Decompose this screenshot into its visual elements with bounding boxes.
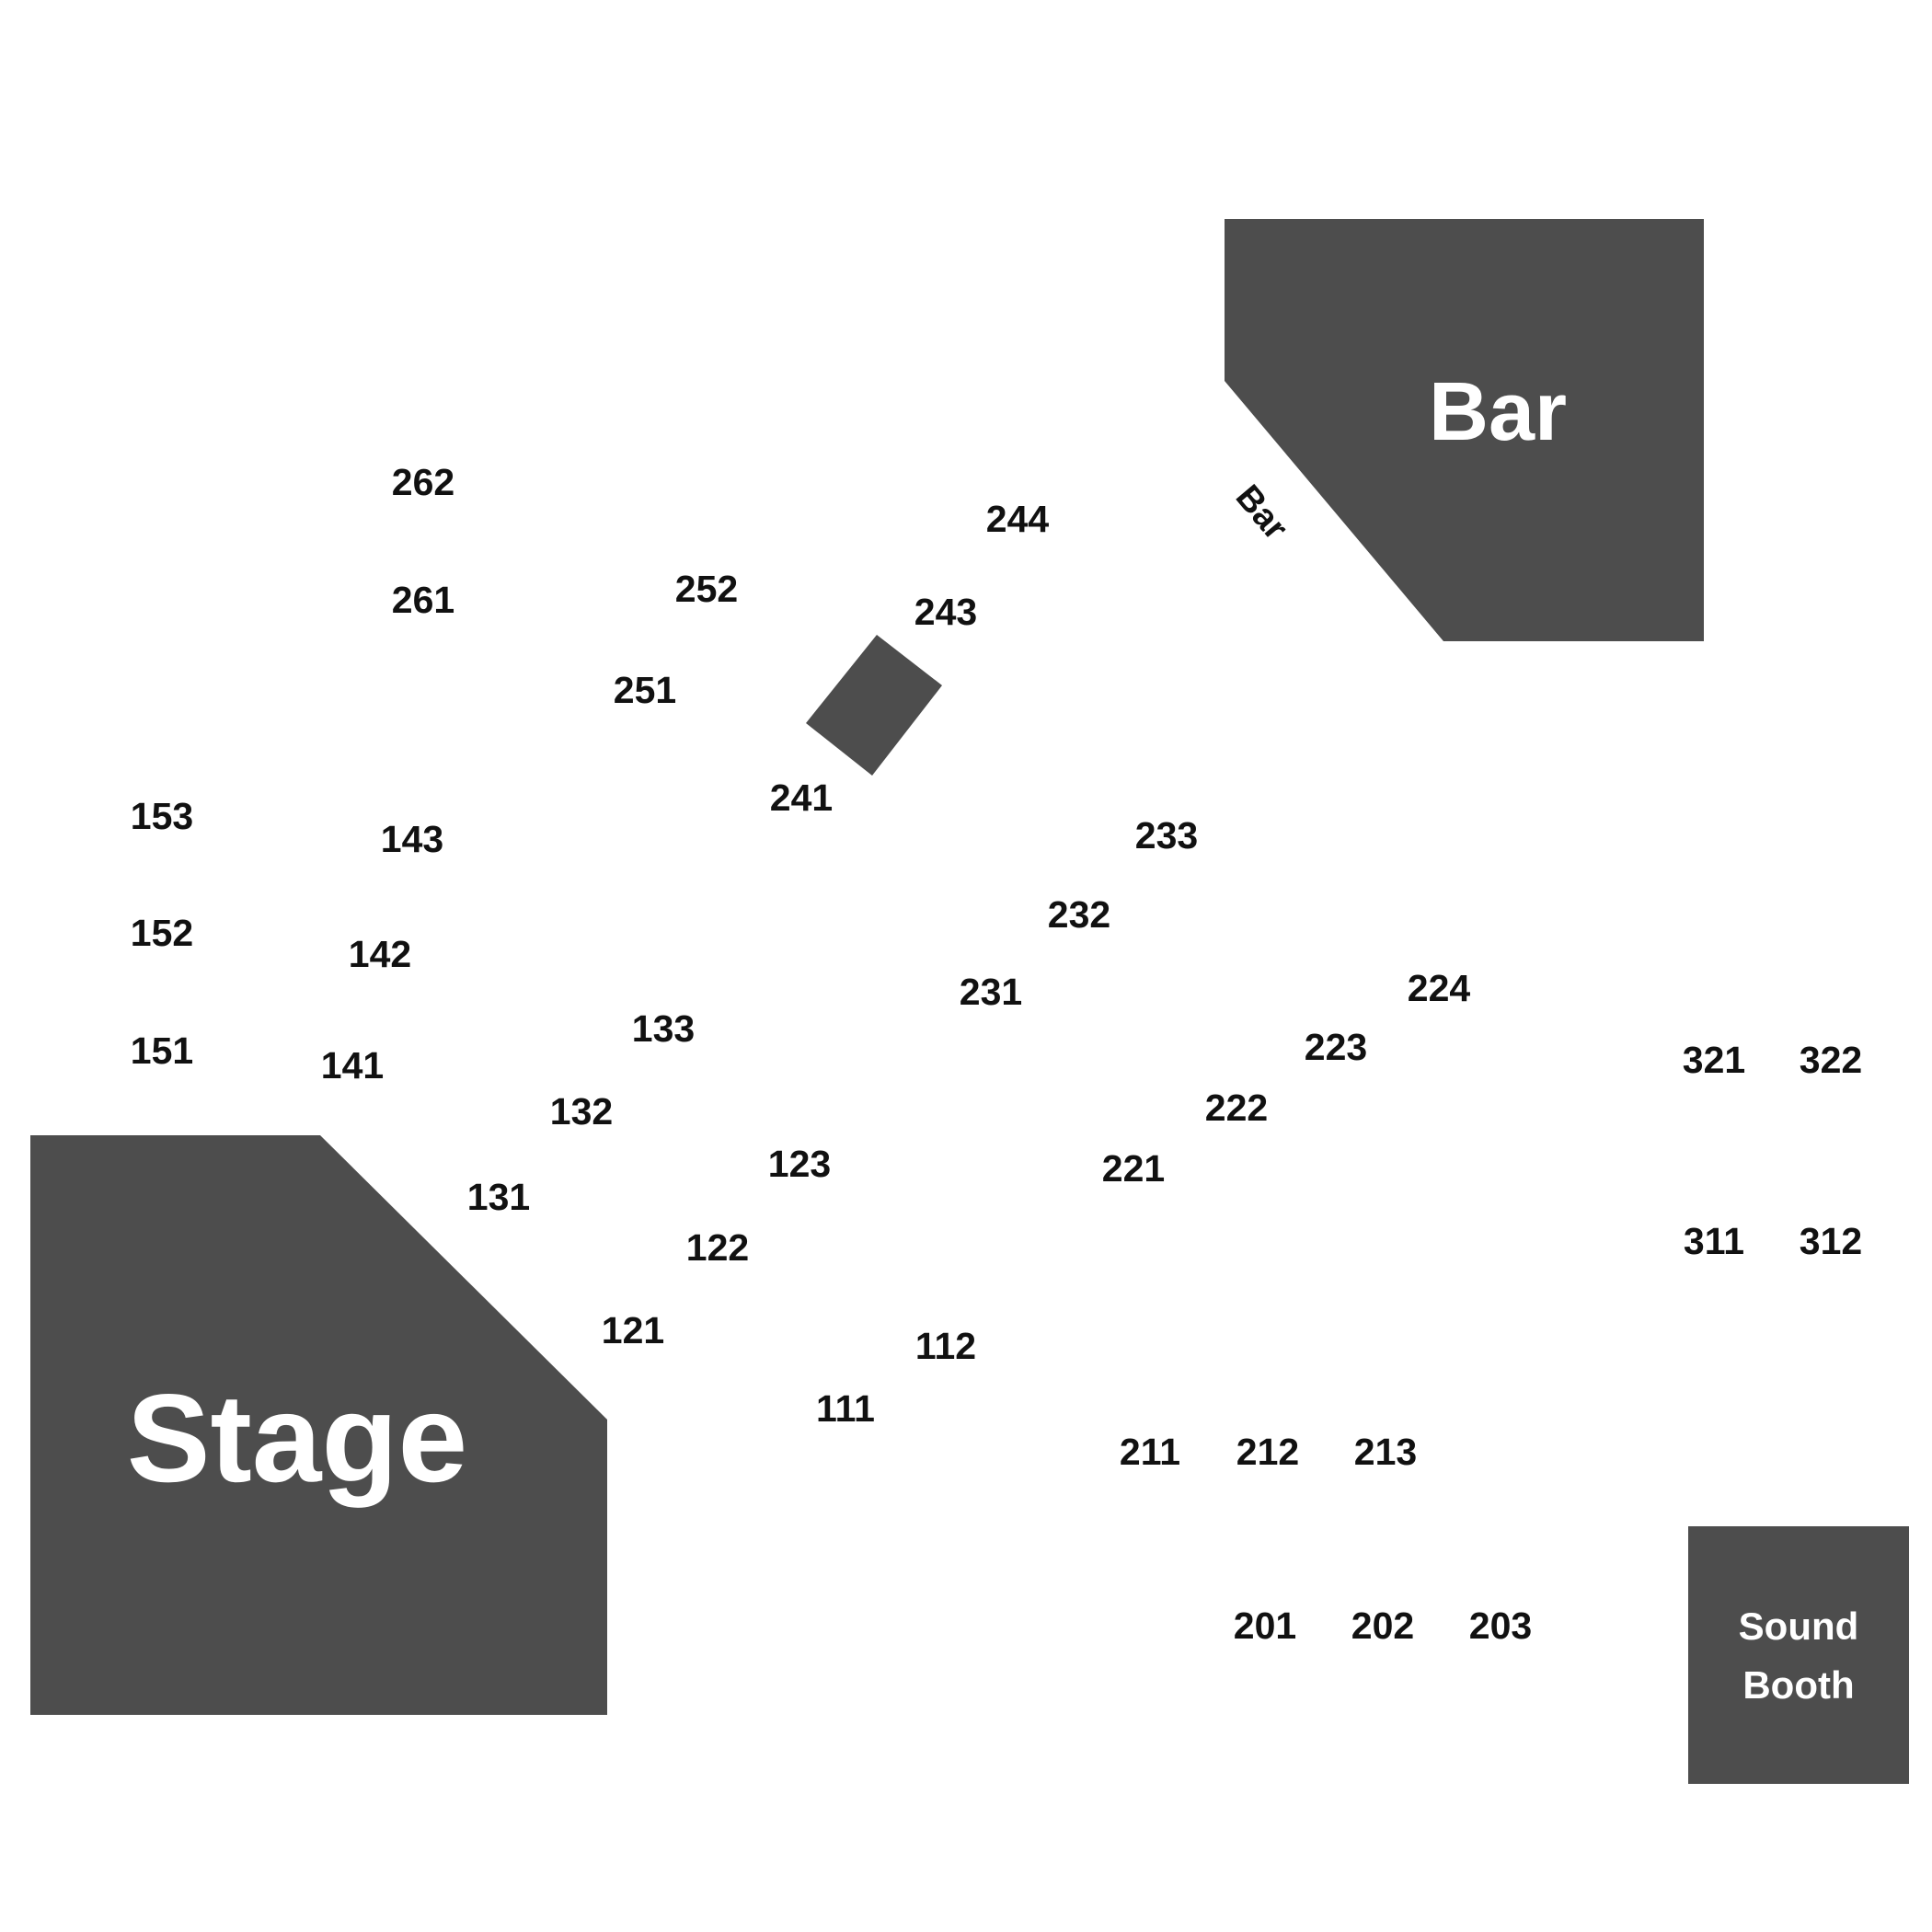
stage-area[interactable] <box>30 1135 607 1715</box>
section-231[interactable]: 231 <box>960 971 1022 1013</box>
section-261[interactable]: 261 <box>392 579 454 621</box>
section-243[interactable]: 243 <box>914 591 977 633</box>
section-111[interactable]: 111 <box>816 1387 875 1430</box>
section-203[interactable]: 203 <box>1469 1604 1532 1647</box>
section-233[interactable]: 233 <box>1135 814 1198 857</box>
section-224[interactable]: 224 <box>1408 967 1471 1009</box>
section-311[interactable]: 311 <box>1684 1220 1744 1262</box>
bar-area[interactable] <box>1225 219 1704 641</box>
section-251[interactable]: 251 <box>614 669 676 711</box>
section-132[interactable]: 132 <box>550 1090 613 1133</box>
section-122[interactable]: 122 <box>686 1226 749 1269</box>
section-262[interactable]: 262 <box>392 461 454 503</box>
section-244[interactable]: 244 <box>986 498 1050 540</box>
section-labels: 262 261 252 251 244 243 241 153 152 151 … <box>131 461 1862 1647</box>
section-123[interactable]: 123 <box>768 1143 831 1185</box>
section-221[interactable]: 221 <box>1102 1147 1165 1190</box>
section-112[interactable]: 112 <box>915 1325 976 1367</box>
section-153[interactable]: 153 <box>131 795 193 837</box>
section-312[interactable]: 312 <box>1800 1220 1862 1262</box>
bar-label: Bar <box>1429 366 1567 458</box>
section-131[interactable]: 131 <box>467 1176 530 1218</box>
section-201[interactable]: 201 <box>1234 1604 1296 1647</box>
section-322[interactable]: 322 <box>1800 1039 1862 1081</box>
section-223[interactable]: 223 <box>1305 1026 1367 1068</box>
section-141[interactable]: 141 <box>321 1044 384 1087</box>
sound-booth-label-line2: Booth <box>1742 1663 1854 1707</box>
stage-label: Stage <box>127 1368 467 1508</box>
section-321[interactable]: 321 <box>1683 1039 1745 1081</box>
section-202[interactable]: 202 <box>1351 1604 1414 1647</box>
section-152[interactable]: 152 <box>131 912 193 954</box>
section-212[interactable]: 212 <box>1236 1431 1299 1473</box>
section-143[interactable]: 143 <box>381 818 443 860</box>
section-142[interactable]: 142 <box>349 933 411 975</box>
section-252[interactable]: 252 <box>675 568 738 610</box>
section-232[interactable]: 232 <box>1048 893 1110 936</box>
section-121[interactable]: 121 <box>602 1309 664 1351</box>
section-213[interactable]: 213 <box>1354 1431 1417 1473</box>
sound-booth-area[interactable] <box>1688 1526 1909 1784</box>
section-211[interactable]: 211 <box>1120 1431 1180 1473</box>
bar-side-label: Bar <box>1228 478 1295 548</box>
section-151[interactable]: 151 <box>131 1029 193 1072</box>
pillar <box>806 635 942 776</box>
section-133[interactable]: 133 <box>632 1007 695 1050</box>
section-222[interactable]: 222 <box>1205 1087 1268 1129</box>
section-241[interactable]: 241 <box>770 776 833 819</box>
sound-booth-label-line1: Sound <box>1739 1604 1859 1648</box>
